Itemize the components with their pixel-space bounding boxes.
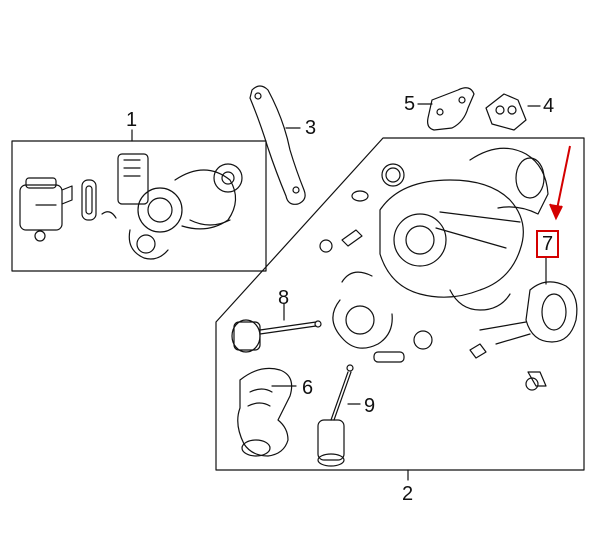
highlight-arrow [549,145,571,221]
assembly-1-frame [11,140,267,272]
bracket-3 [249,85,306,205]
turbo-unit-1 [117,153,243,260]
actuator-1-left [19,177,73,242]
callout-4: 4 [543,95,555,117]
callout-7-highlighted: 7 [536,230,560,258]
assembly-2-frame [215,137,585,471]
callout-9: 9 [364,395,376,417]
small-parts-2 [319,163,433,363]
callout-5: 5 [404,93,416,115]
bracket-5 [417,87,475,131]
actuator-7 [469,257,578,391]
callout-8: 8 [278,287,290,309]
actuator-9 [317,364,361,467]
gasket-1-small [81,179,117,221]
actuator-8 [231,303,322,353]
heat-shield-6 [237,367,297,457]
callout-3: 3 [305,117,317,139]
callout-1: 1 [126,109,138,131]
callout-6: 6 [302,377,314,399]
turbocharger-main [332,147,549,349]
callout-2: 2 [402,483,414,505]
gasket-4 [485,93,541,131]
